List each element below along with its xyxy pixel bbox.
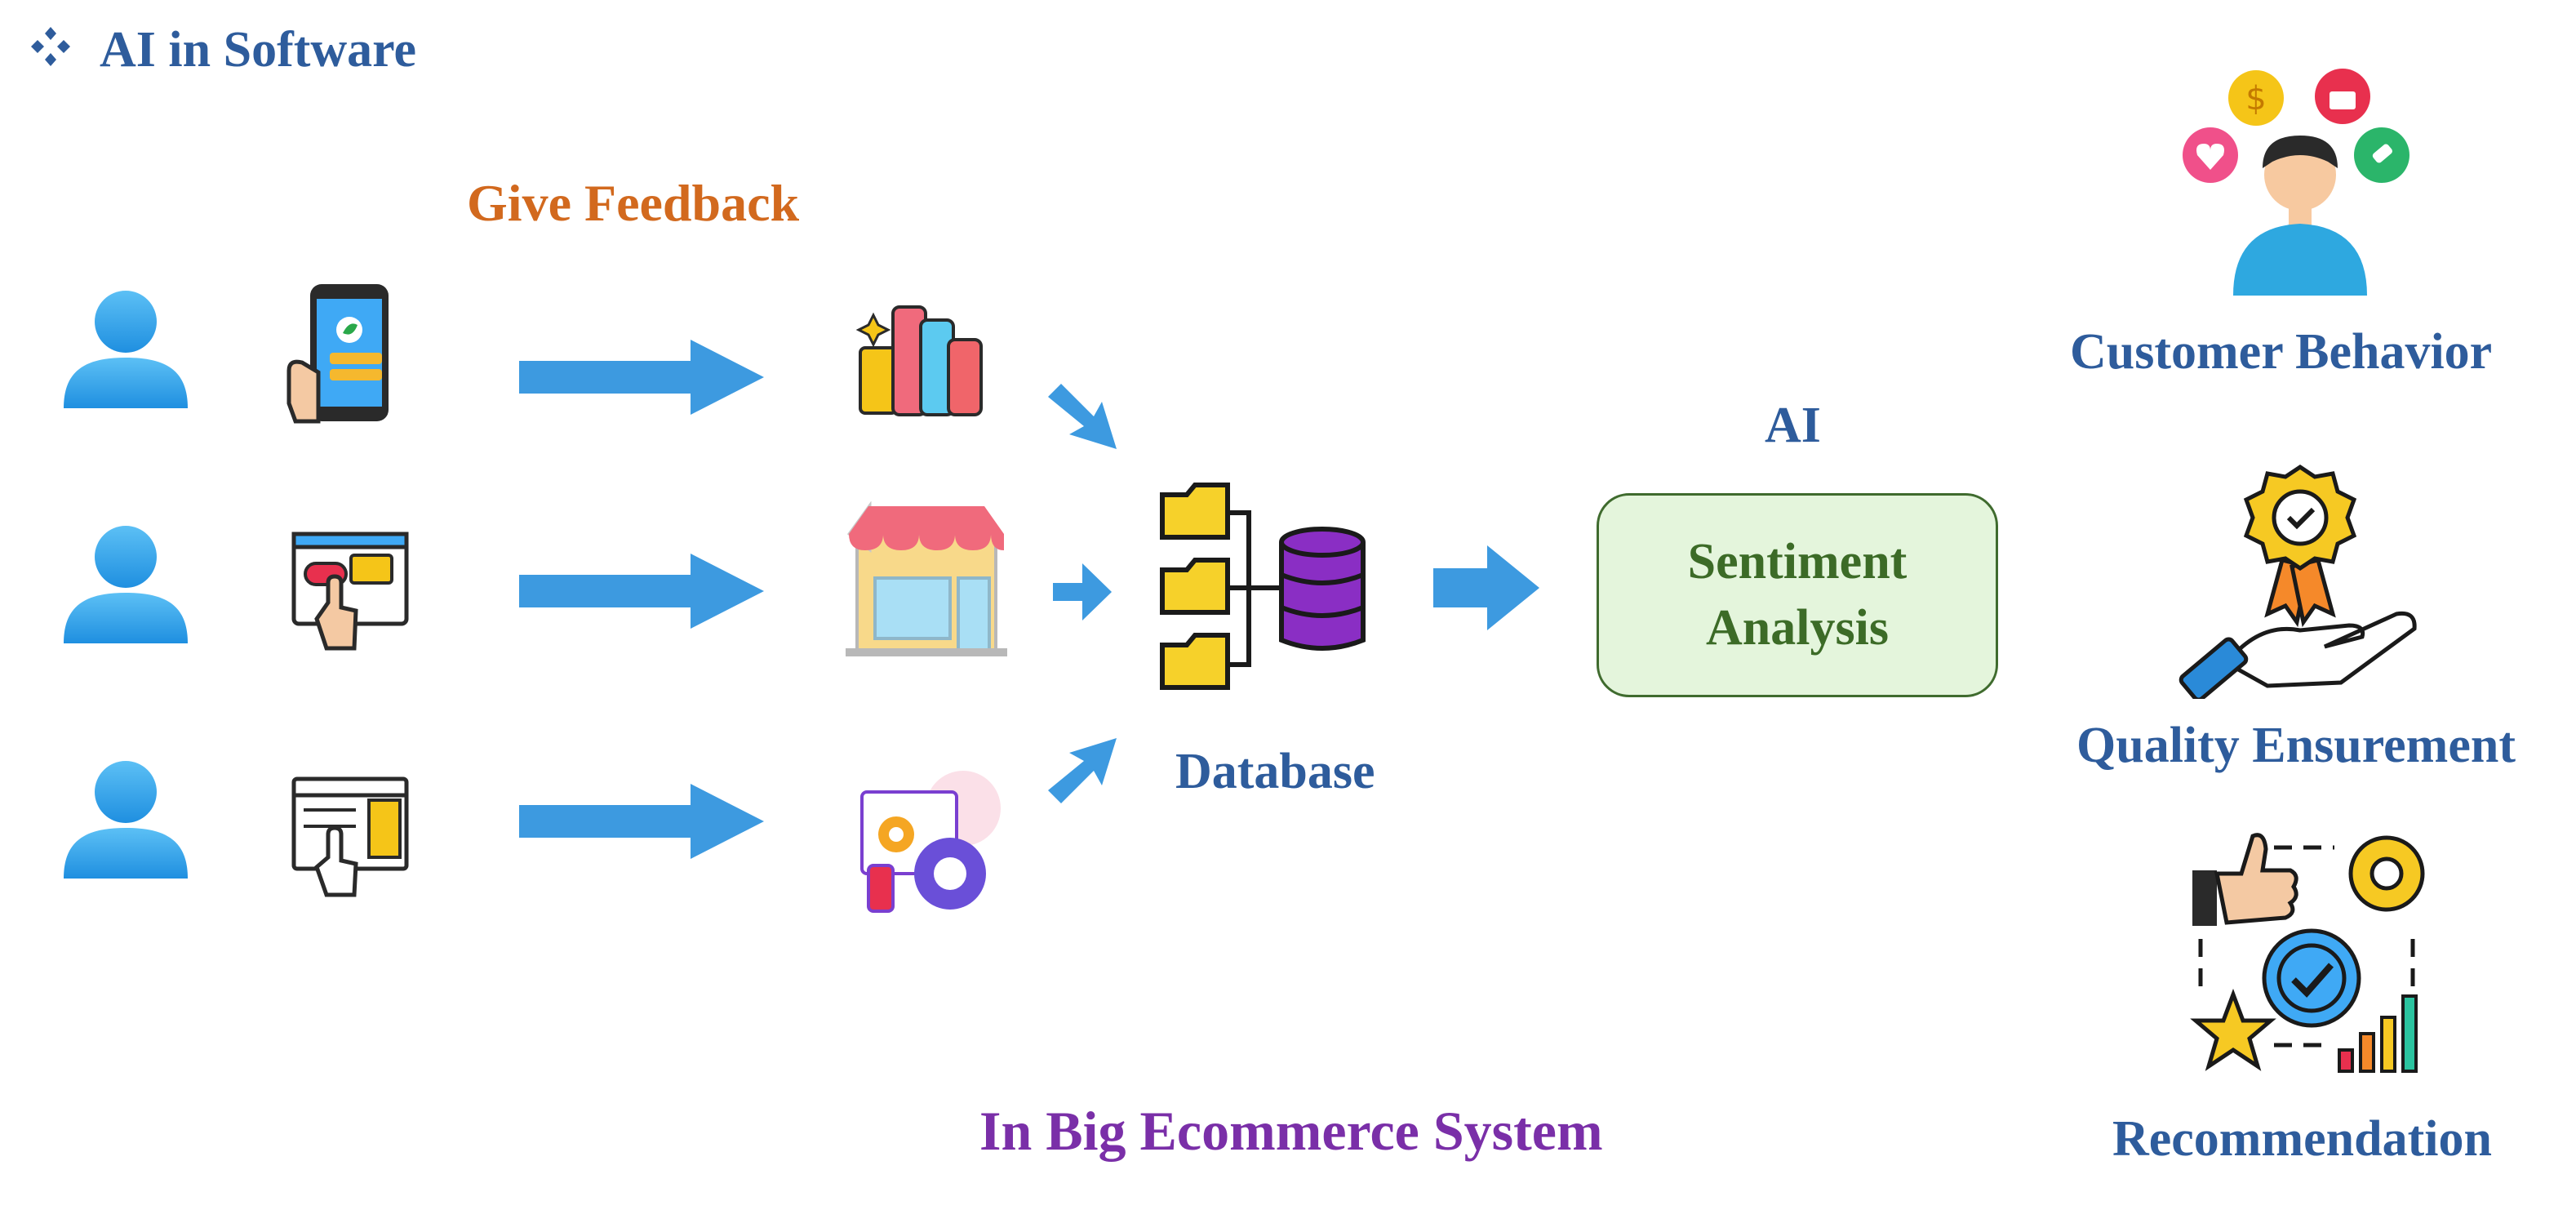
arrow-diag-up bbox=[1048, 738, 1117, 803]
database-label: Database bbox=[1175, 744, 1375, 799]
arrow-right bbox=[519, 340, 764, 415]
user-icon bbox=[64, 526, 188, 643]
title-row: AI in Software bbox=[29, 21, 416, 79]
page-title: AI in Software bbox=[100, 22, 417, 78]
storefront-icon bbox=[846, 501, 1007, 656]
arrow-right bbox=[519, 784, 764, 859]
sentiment-line1: Sentiment bbox=[1687, 534, 1908, 590]
diamond-bullet-icon bbox=[29, 25, 72, 75]
arrow-right bbox=[1433, 545, 1539, 630]
arrow-small-right bbox=[1053, 563, 1112, 621]
chat-click-icon bbox=[291, 532, 409, 651]
customer-behavior-icon: $ bbox=[2183, 69, 2409, 296]
arrow-diag-down bbox=[1048, 384, 1117, 449]
recommendation-icon bbox=[2190, 833, 2425, 1073]
sentiment-line2: Analysis bbox=[1706, 600, 1889, 656]
quality-ensurement-label: Quality Ensurement bbox=[2076, 718, 2516, 773]
sentiment-analysis-box: Sentiment Analysis bbox=[1597, 493, 1998, 697]
svg-text:$: $ bbox=[2245, 80, 2266, 118]
quality-hand-medal-icon bbox=[2178, 464, 2417, 699]
web-form-click-icon bbox=[291, 776, 409, 897]
customer-behavior-label: Customer Behavior bbox=[2070, 324, 2493, 380]
recommendation-label: Recommendation bbox=[2112, 1111, 2492, 1167]
products-icon bbox=[855, 305, 983, 416]
user-icon bbox=[64, 761, 188, 879]
arrow-right bbox=[519, 554, 764, 629]
settings-app-icon bbox=[860, 771, 1001, 913]
phone-feedback-icon bbox=[286, 284, 389, 424]
ai-label: AI bbox=[1765, 398, 1821, 453]
bottom-title: In Big Ecommerce System bbox=[979, 1100, 1603, 1162]
database-icon bbox=[1160, 483, 1366, 690]
give-feedback-label: Give Feedback bbox=[467, 174, 800, 232]
user-icon bbox=[64, 291, 188, 408]
